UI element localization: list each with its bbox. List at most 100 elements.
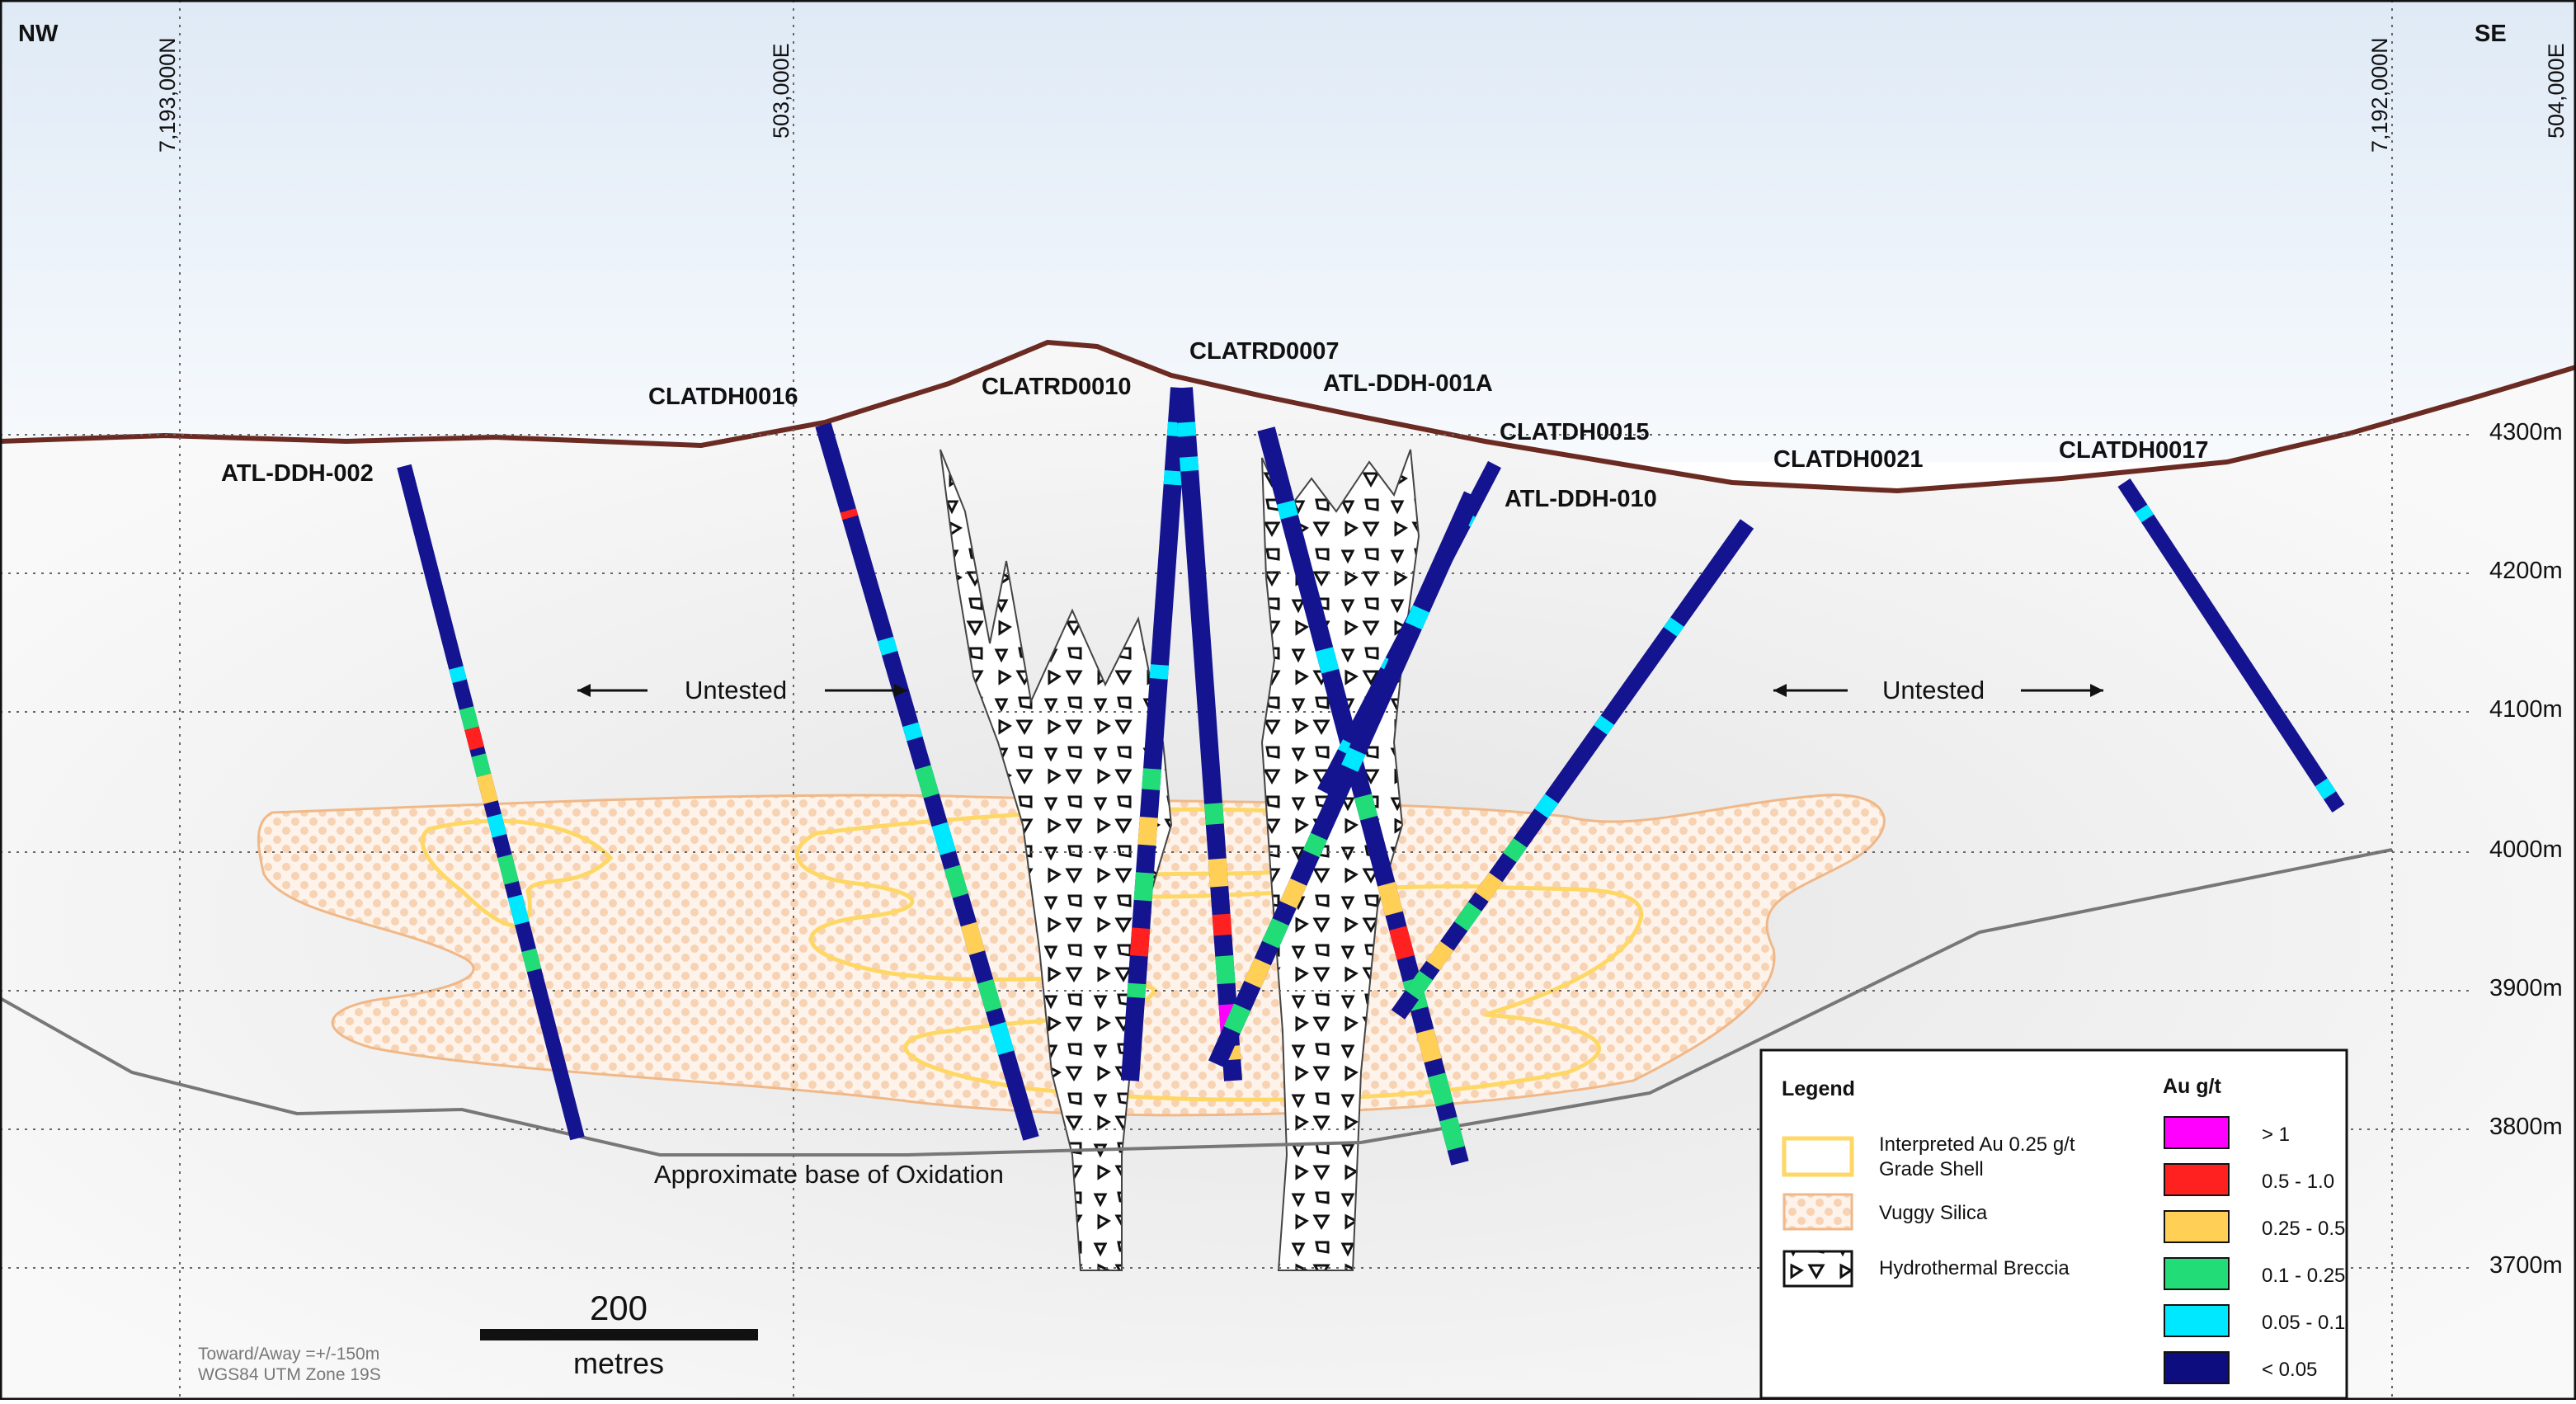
- assay-interval: [1534, 794, 1559, 818]
- untested-left: Untested: [577, 676, 907, 704]
- assay-interval: [1279, 878, 1307, 909]
- legend-swatch-vuggy-silica: [1782, 1193, 1853, 1231]
- untested-right: Untested: [1773, 676, 2103, 704]
- assay-interval: [471, 753, 492, 778]
- oxidation-label: Approximate base of Oxidation: [654, 1160, 1004, 1189]
- assay-interval: [1223, 1003, 1251, 1034]
- assay-interval: [1439, 1116, 1465, 1152]
- drillhole-trace: [1121, 387, 1189, 1081]
- note-toward-away: Toward/Away =+/-150m: [198, 1345, 379, 1364]
- legend-title: Legend: [1782, 1077, 1855, 1100]
- compass-se: SE: [2475, 21, 2507, 47]
- assay-interval: [1428, 1072, 1453, 1107]
- elevation-label: 3800m: [2489, 1114, 2563, 1140]
- assay-interval: [977, 978, 1002, 1013]
- scale-bar-line: [480, 1329, 758, 1340]
- grade-swatch: [2164, 1351, 2230, 1384]
- assay-interval: [1453, 902, 1482, 931]
- oxidation-base-line: [0, 848, 2393, 1157]
- drillhole-label: CLATRD0010: [982, 374, 1132, 400]
- assay-interval: [1663, 617, 1684, 637]
- assay-interval: [507, 894, 530, 926]
- assay-interval: [1341, 747, 1366, 772]
- assay-interval: [1142, 768, 1161, 790]
- untested-label: Untested: [1882, 676, 1985, 704]
- assay-interval: [459, 706, 479, 731]
- legend-grade-title: Au g/t: [2163, 1075, 2221, 1098]
- assay-interval: [902, 722, 923, 742]
- assay-interval: [521, 948, 542, 973]
- sky-area: [0, 0, 2576, 462]
- drillhole-label: ATL-DDH-010: [1505, 486, 1657, 512]
- drillhole-label: CLATRD0007: [1189, 338, 1340, 365]
- drillhole-label: CLATDH0017: [2059, 437, 2209, 464]
- grade-label: 0.05 - 0.1: [2262, 1312, 2345, 1334]
- assay-interval: [1354, 794, 1378, 821]
- assay-interval: [1177, 422, 1197, 437]
- elevation-label: 4300m: [2489, 419, 2563, 445]
- legend: Legend Au g/t Interpreted Au 0.25 g/t Gr…: [1759, 1048, 2348, 1400]
- grade-swatch: [2164, 1210, 2230, 1243]
- assay-interval: [1276, 500, 1298, 520]
- elevation-label: 3700m: [2489, 1252, 2563, 1279]
- note-datum: WGS84 UTM Zone 19S: [198, 1365, 381, 1384]
- grade-label: 0.5 - 1.0: [2262, 1171, 2334, 1193]
- assay-interval: [1129, 927, 1151, 957]
- assay-interval: [1244, 958, 1271, 988]
- assay-interval: [1133, 872, 1154, 902]
- grade-label: 0.25 - 0.5: [2262, 1218, 2345, 1240]
- assay-interval: [1377, 881, 1403, 916]
- assay-interval: [497, 854, 519, 885]
- assay-interval: [476, 773, 498, 804]
- assay-interval: [877, 636, 898, 656]
- drillhole-label: CLATDH0015: [1500, 419, 1650, 445]
- legend-label: Hydrothermal Breccia: [1879, 1257, 2070, 1279]
- scale-unit: metres: [573, 1346, 664, 1380]
- grid: [0, 0, 2475, 1400]
- untested-label: Untested: [685, 676, 787, 704]
- assay-interval: [960, 921, 986, 955]
- elevation-label: 4200m: [2489, 558, 2563, 584]
- grade-swatch: [2164, 1116, 2230, 1149]
- scale-bar: 200 metres: [480, 1289, 758, 1380]
- assay-interval: [449, 666, 467, 684]
- legend-label: Vuggy Silica: [1879, 1202, 1988, 1224]
- drillhole-label: CLATDH0021: [1773, 446, 1924, 473]
- assay-interval: [990, 1021, 1015, 1055]
- assay-interval: [1215, 955, 1236, 985]
- assay-interval: [1212, 913, 1232, 936]
- scale-value: 200: [590, 1289, 648, 1327]
- elevation-label: 4100m: [2489, 696, 2563, 723]
- grade-swatch: [2164, 1257, 2230, 1290]
- grade-swatch: [2164, 1304, 2230, 1337]
- assay-interval: [1163, 470, 1183, 486]
- grade-shell-1: [420, 818, 614, 928]
- assay-interval: [1315, 647, 1340, 674]
- easting-label: 503,000E: [769, 43, 794, 139]
- drillhole-label: ATL-DDH-001A: [1323, 370, 1493, 397]
- assay-interval: [915, 765, 940, 799]
- assay-interval: [1127, 982, 1147, 998]
- easting-label: 504,000E: [2544, 43, 2569, 139]
- assay-interval: [931, 822, 956, 855]
- assay-interval: [1594, 715, 1614, 735]
- assay-interval: [487, 813, 507, 838]
- legend-swatch-breccia: [1782, 1250, 1853, 1288]
- elevation-label: 4000m: [2489, 836, 2563, 863]
- assay-interval: [840, 508, 859, 521]
- assay-interval: [464, 726, 484, 751]
- assay-interval: [1405, 970, 1433, 1000]
- assay-interval: [1149, 664, 1169, 680]
- assay-interval: [2315, 778, 2337, 800]
- northing-label: 7,192,000N: [2367, 37, 2392, 153]
- assay-interval: [1302, 832, 1328, 858]
- elevation-label: 3900m: [2489, 975, 2563, 1001]
- assay-interval: [1416, 1028, 1442, 1063]
- compass-nw: NW: [18, 21, 59, 47]
- grade-swatch: [2164, 1163, 2230, 1196]
- topography-line: [0, 339, 2576, 494]
- assay-interval: [1475, 872, 1503, 902]
